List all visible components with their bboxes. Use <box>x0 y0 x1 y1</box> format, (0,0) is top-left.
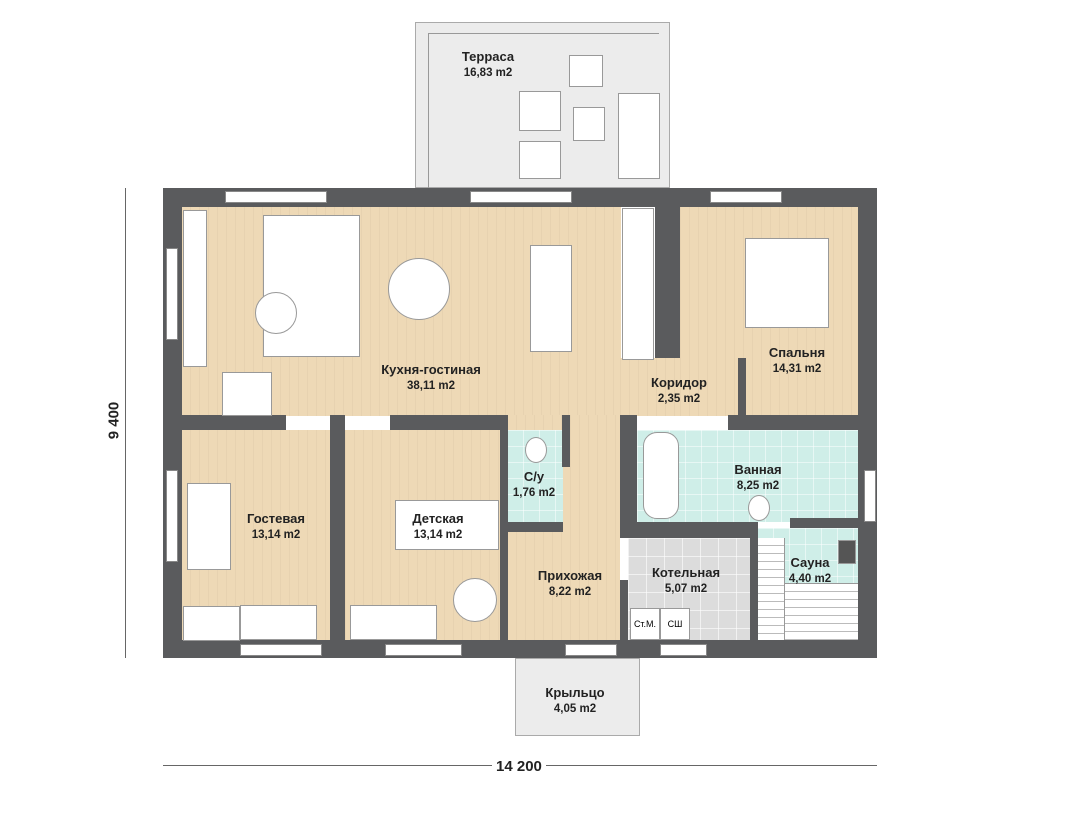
coffee-table <box>255 292 297 334</box>
wardrobe <box>183 606 240 641</box>
terrace <box>415 22 670 190</box>
width-dimension: 14 200 <box>492 758 546 775</box>
desk <box>350 605 437 640</box>
bathtub <box>643 432 679 519</box>
terrace-table <box>573 107 605 141</box>
window <box>660 644 707 656</box>
sofa <box>187 483 231 570</box>
window <box>470 191 572 203</box>
window <box>225 191 327 203</box>
sauna-stove <box>838 540 856 564</box>
terrace-chair <box>519 91 561 131</box>
window <box>166 248 178 340</box>
porch <box>515 658 640 736</box>
toilet <box>748 495 770 521</box>
window <box>240 644 322 656</box>
kitchen-counter <box>622 208 654 360</box>
window <box>864 470 876 522</box>
height-dimension: 9 400 <box>105 401 123 440</box>
desk <box>240 605 317 640</box>
height-dimension-line <box>125 188 126 658</box>
terrace-chair <box>569 55 603 87</box>
tv-unit <box>183 210 207 367</box>
washing-machine: Ст.М. <box>630 608 660 640</box>
window <box>710 191 782 203</box>
bed <box>745 238 829 328</box>
armchair <box>453 578 497 622</box>
terrace-chair <box>519 141 561 179</box>
dining-table <box>388 258 450 320</box>
toilet <box>525 437 547 463</box>
outer-wall-right <box>858 188 877 658</box>
entrance-door <box>565 644 617 656</box>
terrace-sofa <box>618 93 660 179</box>
sofa <box>263 215 360 357</box>
armchair <box>222 372 272 416</box>
bed <box>395 500 499 550</box>
dryer: СШ <box>660 608 690 640</box>
kitchen-island <box>530 245 572 352</box>
window <box>166 470 178 562</box>
window <box>385 644 462 656</box>
